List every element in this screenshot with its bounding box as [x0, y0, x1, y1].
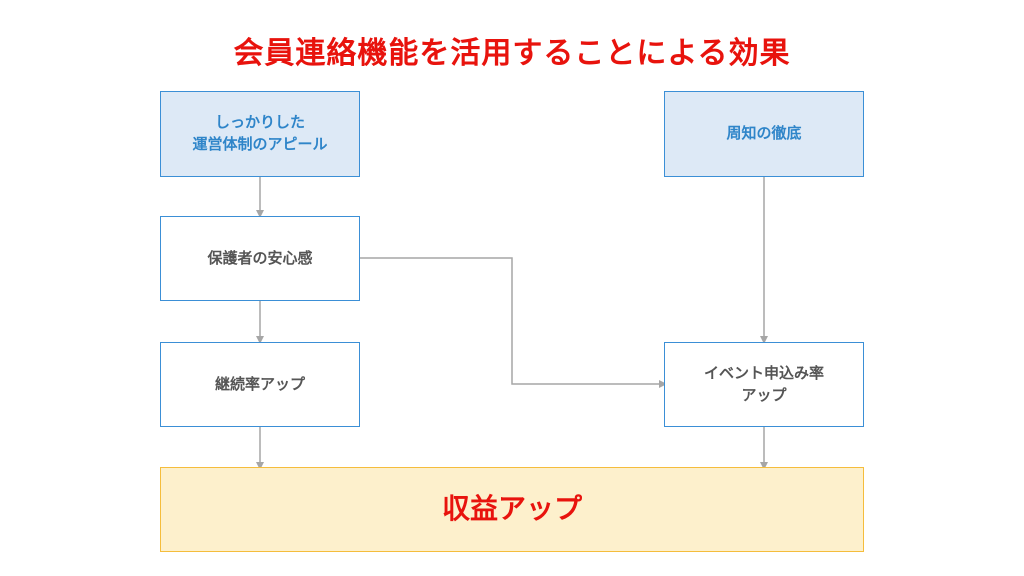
node-reassurance-label: 保護者の安心感 — [207, 248, 313, 267]
node-appeal-line1: しっかりした — [214, 113, 305, 132]
node-notice-label: 周知の徹底 — [726, 124, 802, 143]
node-retention-label: 継続率アップ — [214, 374, 305, 393]
node-appeal: しっかりした 運営体制のアピール — [160, 91, 360, 177]
node-notice: 周知の徹底 — [664, 91, 864, 177]
arrow-reassurance-to-event — [360, 257, 667, 388]
node-event-line1: イベント申込み率 — [703, 363, 824, 382]
node-reassurance: 保護者の安心感 — [160, 216, 360, 301]
node-revenue: 収益アップ — [160, 467, 864, 552]
node-event: イベント申込み率 アップ — [664, 342, 864, 427]
diagram-title: 会員連絡機能を活用することによる効果 — [233, 36, 791, 71]
node-revenue-label: 収益アップ — [441, 492, 582, 526]
node-retention: 継続率アップ — [160, 342, 360, 427]
node-event-line2: アップ — [741, 385, 787, 404]
node-appeal-line2: 運営体制のアピール — [192, 135, 328, 153]
